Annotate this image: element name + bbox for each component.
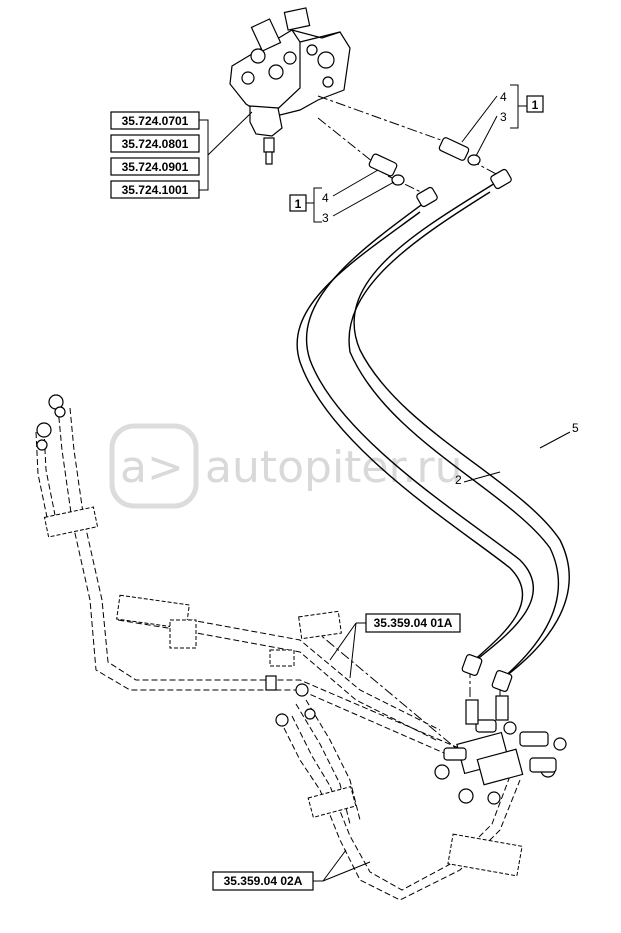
watermark-badge	[109, 423, 199, 509]
frame-ref-1-box[interactable]: 35.359.04 01A	[365, 613, 461, 633]
callout-3: 3	[500, 110, 507, 124]
hose-2	[296, 199, 535, 669]
lower-valve-block	[434, 695, 567, 805]
callout-4: 4	[500, 90, 507, 104]
frame-ref-2-box[interactable]: 35.359.04 02A	[212, 871, 314, 891]
leader-4-left	[332, 169, 379, 197]
callout-right-bracket	[510, 84, 527, 129]
callout-2: 2	[455, 471, 501, 487]
valve-ref-text: 35.724.0701	[122, 114, 189, 128]
valve-ref-bracket	[199, 111, 253, 191]
fittings-upper	[368, 137, 481, 186]
callout-5: 5	[539, 421, 579, 449]
kit-box-right[interactable]: 1	[526, 95, 544, 113]
callout-5-text: 5	[572, 421, 579, 435]
kit-box-right-text: 1	[532, 98, 539, 112]
callout-3-left: 3	[322, 211, 329, 225]
valve-ref-box[interactable]: 35.724.0801	[110, 134, 200, 153]
callout-group-left: 1 4 3	[289, 169, 395, 225]
callout-2-text: 2	[455, 473, 462, 487]
frame-brackets	[43, 506, 523, 877]
frame-ref-2: 35.359.04 02A	[212, 849, 371, 891]
valve-ref-text: 35.724.1001	[122, 183, 189, 197]
callout-left-bracket	[306, 187, 322, 223]
watermark-badge-text: a>	[120, 442, 184, 493]
valve-ref-box[interactable]: 35.724.0901	[110, 157, 200, 176]
valve-ref-text: 35.724.0901	[122, 160, 189, 174]
watermark-text: autopiter.ru	[205, 442, 463, 493]
callout-4-left: 4	[322, 191, 329, 205]
frame-ref-1-text: 35.359.04 01A	[374, 616, 453, 630]
valve-ref-text: 35.724.0801	[122, 137, 189, 151]
frame-ref-1: 35.359.04 01A	[329, 613, 461, 679]
leader-4-right	[461, 95, 498, 143]
hose-5	[348, 179, 570, 685]
valve-ref-group: 35.724.0701 35.724.0801 35.724.0901 35.7…	[110, 111, 253, 199]
frame-ref-2-text: 35.359.04 02A	[224, 874, 303, 888]
kit-box-left[interactable]: 1	[289, 194, 307, 212]
hose-ends	[416, 168, 513, 692]
leader-3-left	[332, 181, 395, 217]
leader-3-right	[475, 115, 498, 157]
callout-group-right: 4 3 1	[461, 84, 544, 157]
control-valve	[229, 7, 351, 165]
valve-ref-box[interactable]: 35.724.1001	[110, 180, 200, 199]
frame-fittings	[36, 394, 316, 727]
valve-ref-box[interactable]: 35.724.0701	[110, 111, 200, 130]
kit-box-left-text: 1	[295, 197, 302, 211]
watermark: a> autopiter.ru	[109, 423, 463, 509]
